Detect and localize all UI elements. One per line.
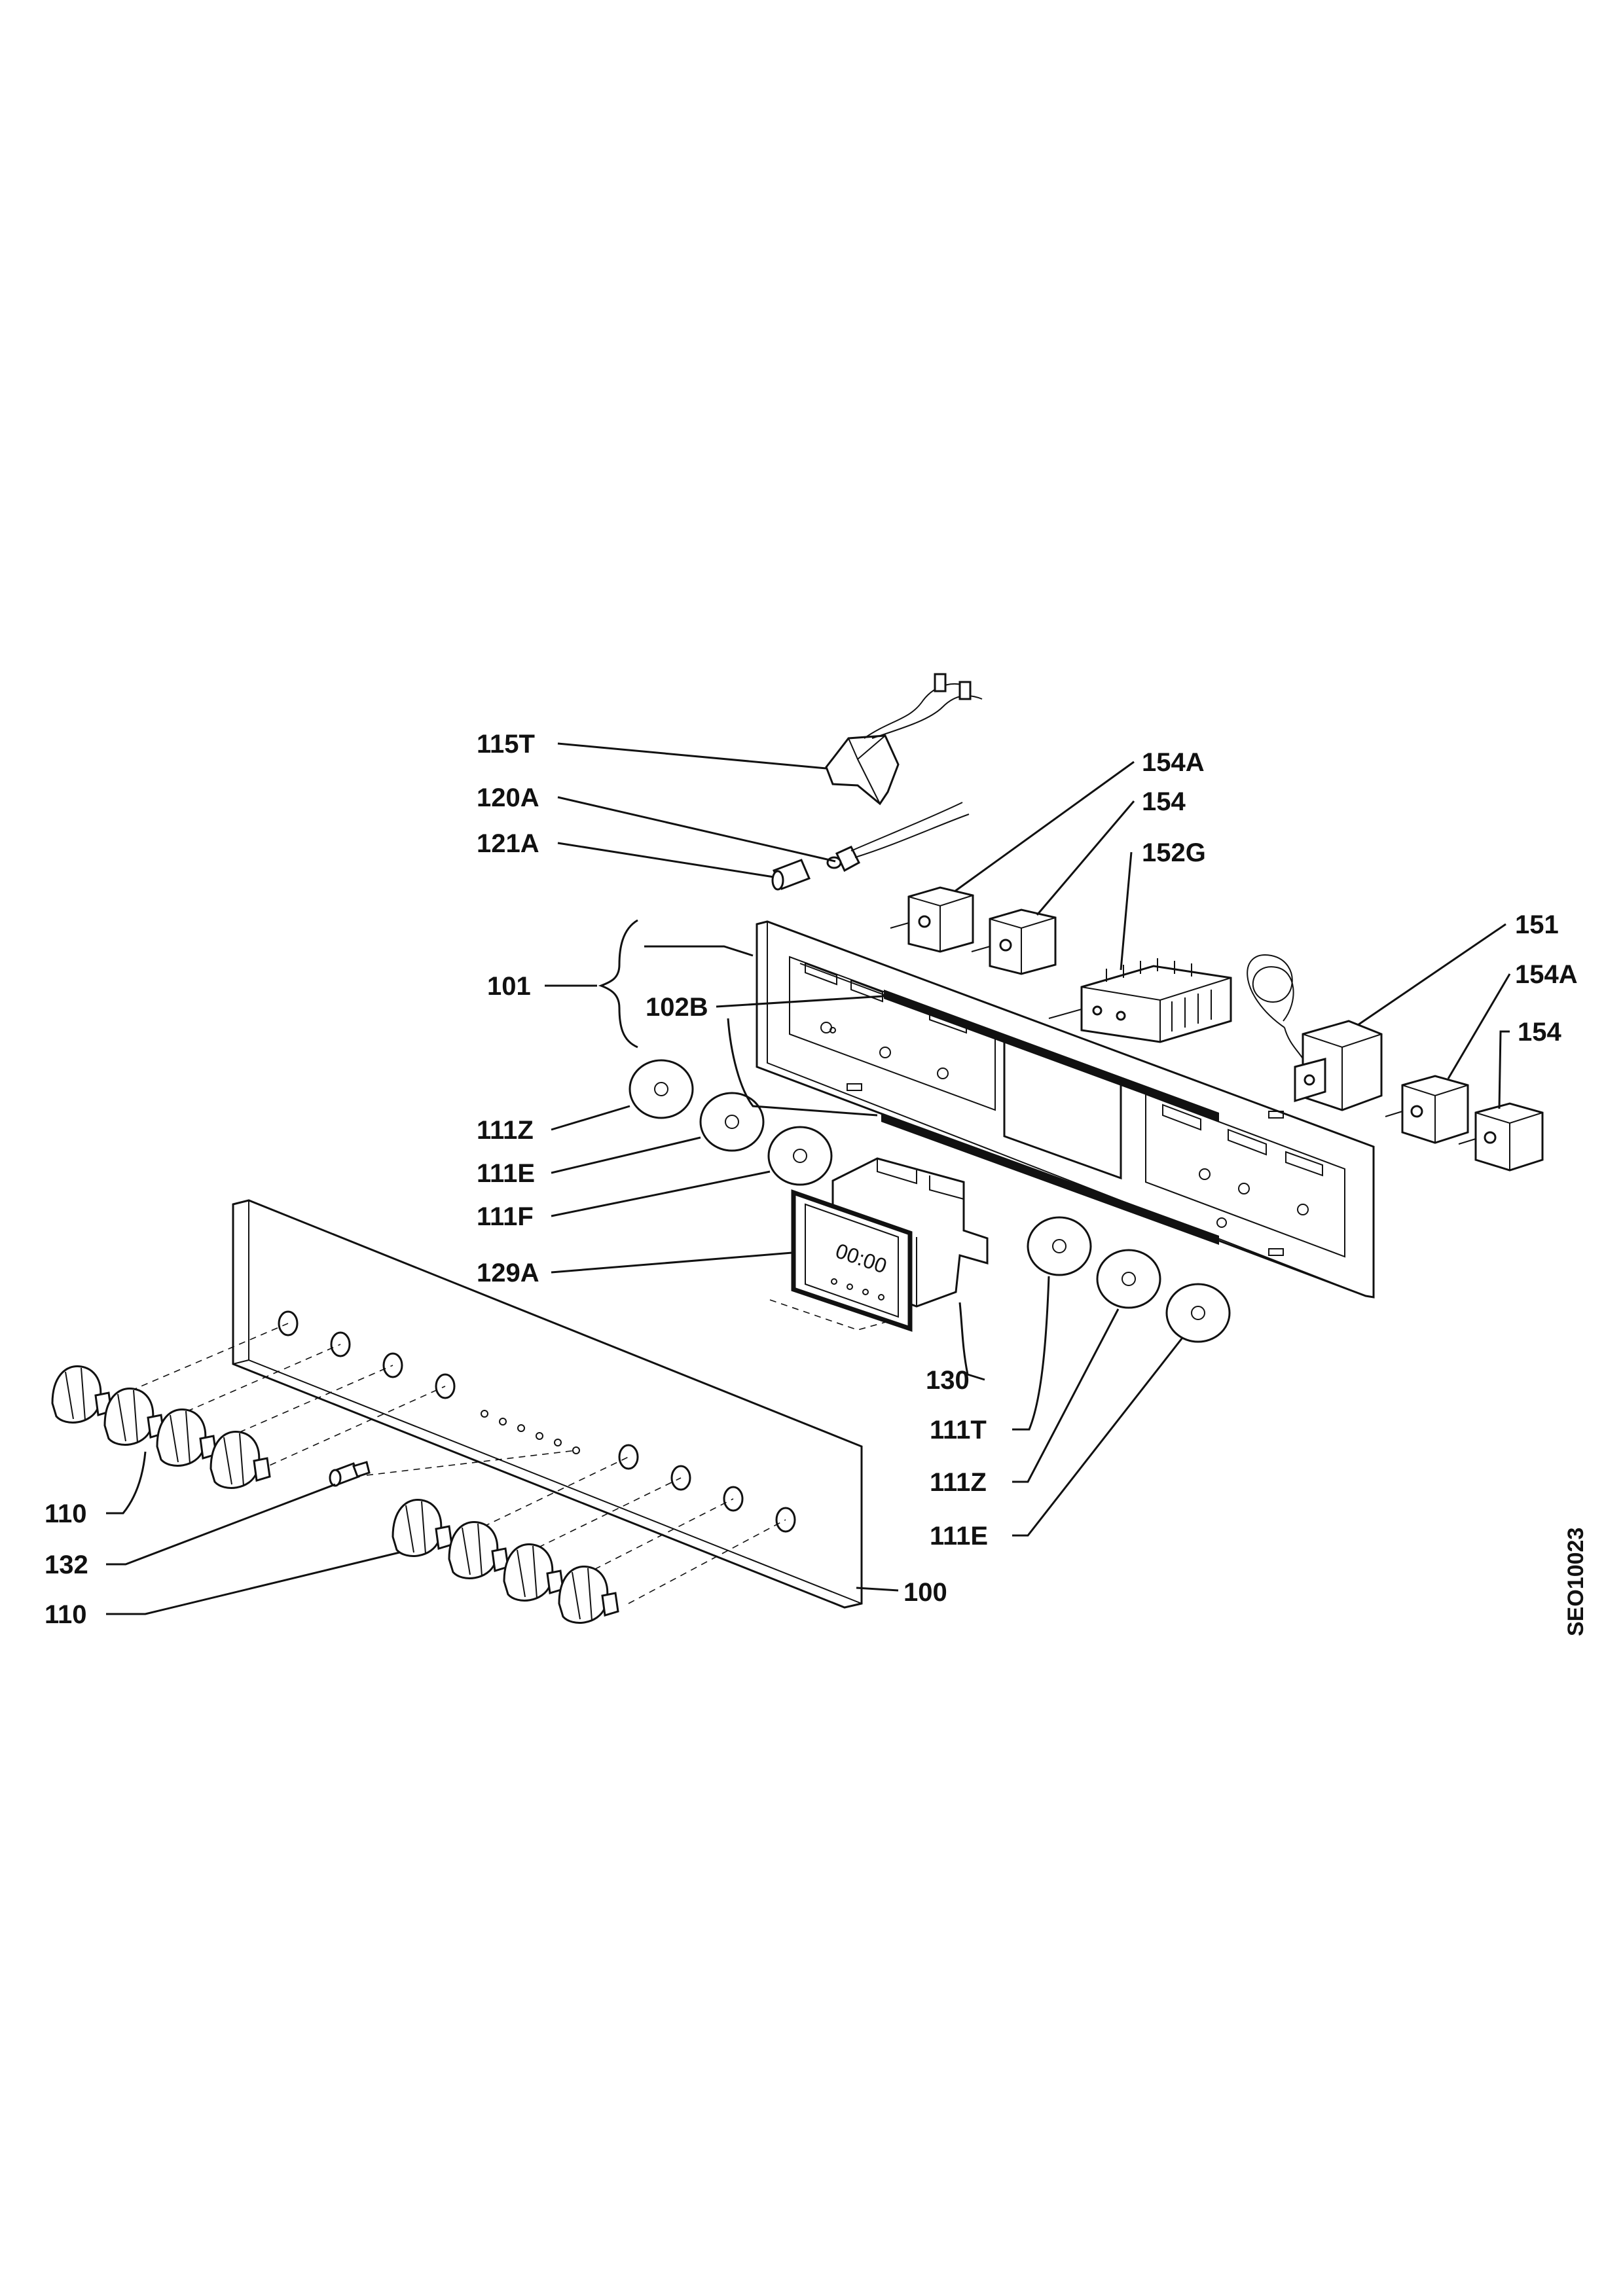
callout-129A: 129A bbox=[477, 1259, 539, 1287]
part-120A-lamp bbox=[826, 802, 970, 872]
knob-icon bbox=[448, 1521, 509, 1579]
part-101-control-frame bbox=[756, 920, 1375, 1299]
callout-111Z-left: 111Z bbox=[477, 1116, 534, 1145]
callout-151: 151 bbox=[1515, 910, 1559, 939]
callout-115T: 115T bbox=[477, 730, 535, 759]
part-111Z-ring-left bbox=[629, 1059, 694, 1119]
callout-121A: 121A bbox=[477, 829, 539, 858]
callout-130: 130 bbox=[926, 1366, 970, 1395]
callout-154A-top: 154A bbox=[1142, 748, 1205, 777]
part-115T-door-switch bbox=[825, 673, 983, 806]
callout-100: 100 bbox=[903, 1578, 947, 1607]
part-129A-timer-bezel: 00:00 bbox=[769, 1189, 913, 1332]
callout-111E-right: 111E bbox=[930, 1522, 988, 1551]
knob-icon bbox=[558, 1566, 619, 1624]
part-121A-lens bbox=[771, 859, 811, 891]
part-111Z-ring-right bbox=[1096, 1249, 1161, 1309]
callout-152G: 152G bbox=[1142, 838, 1206, 867]
part-111T-ring bbox=[1027, 1216, 1092, 1276]
part-111F-ring bbox=[767, 1126, 833, 1186]
part-154A-switch-right bbox=[1385, 1075, 1469, 1144]
part-154A-switch-top bbox=[890, 886, 974, 953]
knob-icon bbox=[51, 1365, 113, 1424]
callout-154-right: 154 bbox=[1518, 1018, 1561, 1047]
part-102B-strip-upper bbox=[884, 990, 1219, 1122]
part-111E-ring-right bbox=[1165, 1283, 1231, 1343]
knob-icon bbox=[210, 1431, 271, 1489]
part-154-switch-top bbox=[971, 908, 1057, 975]
callout-120A: 120A bbox=[477, 783, 539, 812]
callout-110-lower: 110 bbox=[45, 1600, 87, 1629]
leader-lines bbox=[106, 742, 1511, 1615]
callout-132: 132 bbox=[45, 1551, 88, 1579]
drawing-code: SEO10023 bbox=[1563, 1528, 1588, 1636]
part-110-knob-group-lower bbox=[392, 1499, 619, 1624]
knob-icon bbox=[392, 1499, 453, 1557]
callout-111F: 111F bbox=[477, 1202, 534, 1231]
callout-110-upper: 110 bbox=[45, 1499, 87, 1528]
callout-101: 101 bbox=[487, 972, 531, 1001]
part-110-knob-group-upper bbox=[51, 1365, 271, 1489]
knob-icon bbox=[103, 1388, 165, 1446]
callout-154-top: 154 bbox=[1142, 787, 1186, 816]
callout-111Z-right: 111Z bbox=[930, 1468, 987, 1497]
callout-102B: 102B bbox=[646, 993, 708, 1022]
knob-icon bbox=[156, 1408, 217, 1467]
callout-154A-right: 154A bbox=[1515, 960, 1578, 989]
callout-111T: 111T bbox=[930, 1416, 987, 1444]
part-102B-strip-lower bbox=[881, 1113, 1219, 1245]
part-151-thermostat bbox=[1247, 954, 1383, 1111]
part-111E-ring-left bbox=[699, 1092, 765, 1152]
part-132-push-button bbox=[329, 1461, 371, 1487]
callout-111E-left: 111E bbox=[477, 1159, 535, 1188]
part-152G-selector-switch bbox=[1048, 958, 1232, 1043]
knob-icon bbox=[503, 1543, 564, 1602]
part-100-front-fascia bbox=[232, 1199, 863, 1609]
assembly-guide-lines bbox=[98, 1323, 786, 1604]
callout-labels: 115T 120A 121A 154A 154 152G 151 154A 15… bbox=[45, 730, 1578, 1629]
part-154-switch-right bbox=[1458, 1102, 1544, 1172]
